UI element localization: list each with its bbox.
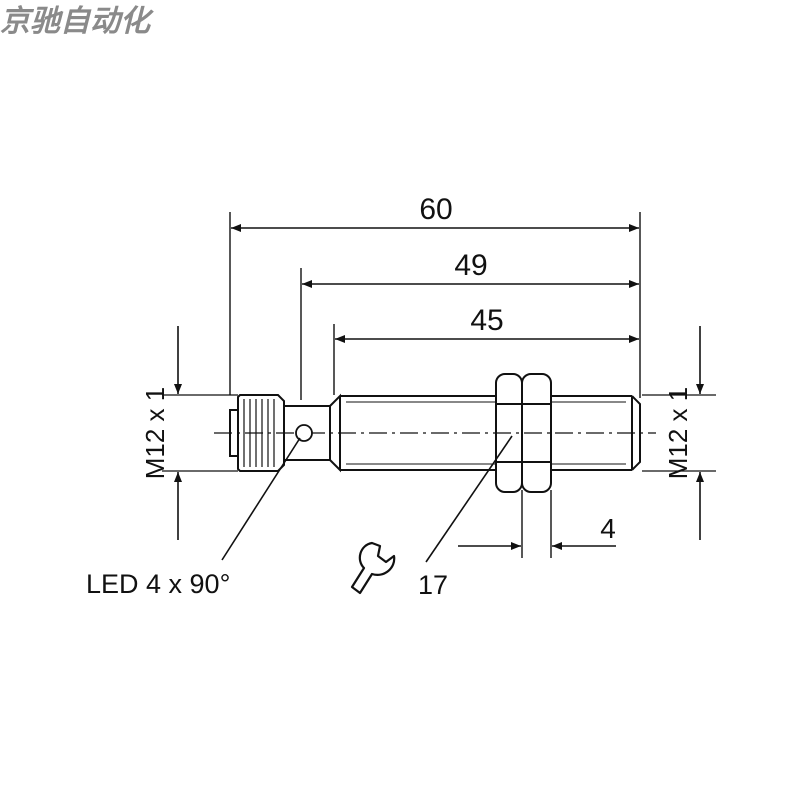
thread-right-label: M12 x 1 bbox=[663, 387, 693, 480]
dimension-60-label: 60 bbox=[419, 193, 452, 226]
nut-width-label: 4 bbox=[600, 513, 616, 544]
dimension-thread-right: M12 x 1 bbox=[642, 326, 716, 540]
dimension-length-to-led: 49 bbox=[302, 249, 639, 288]
wrench-size-label: 17 bbox=[418, 570, 448, 600]
led-label: LED 4 x 90° bbox=[86, 569, 230, 599]
led-indicator bbox=[295, 424, 313, 442]
dimension-nut-width: 4 bbox=[458, 513, 616, 550]
dimension-overall-length: 60 bbox=[231, 193, 639, 232]
led-leader-line bbox=[221, 437, 301, 561]
dimension-thread-length: 45 bbox=[335, 304, 639, 343]
wrench-icon bbox=[350, 541, 396, 595]
extension-lines bbox=[229, 212, 641, 558]
watermark: 京驰自动化 bbox=[0, 4, 150, 39]
wrench-leader-line bbox=[425, 435, 513, 563]
dimension-49-label: 49 bbox=[454, 249, 487, 282]
thread-left-label: M12 x 1 bbox=[140, 387, 170, 480]
dimension-thread-left: M12 x 1 bbox=[140, 326, 238, 540]
dimension-45-label: 45 bbox=[470, 304, 503, 337]
